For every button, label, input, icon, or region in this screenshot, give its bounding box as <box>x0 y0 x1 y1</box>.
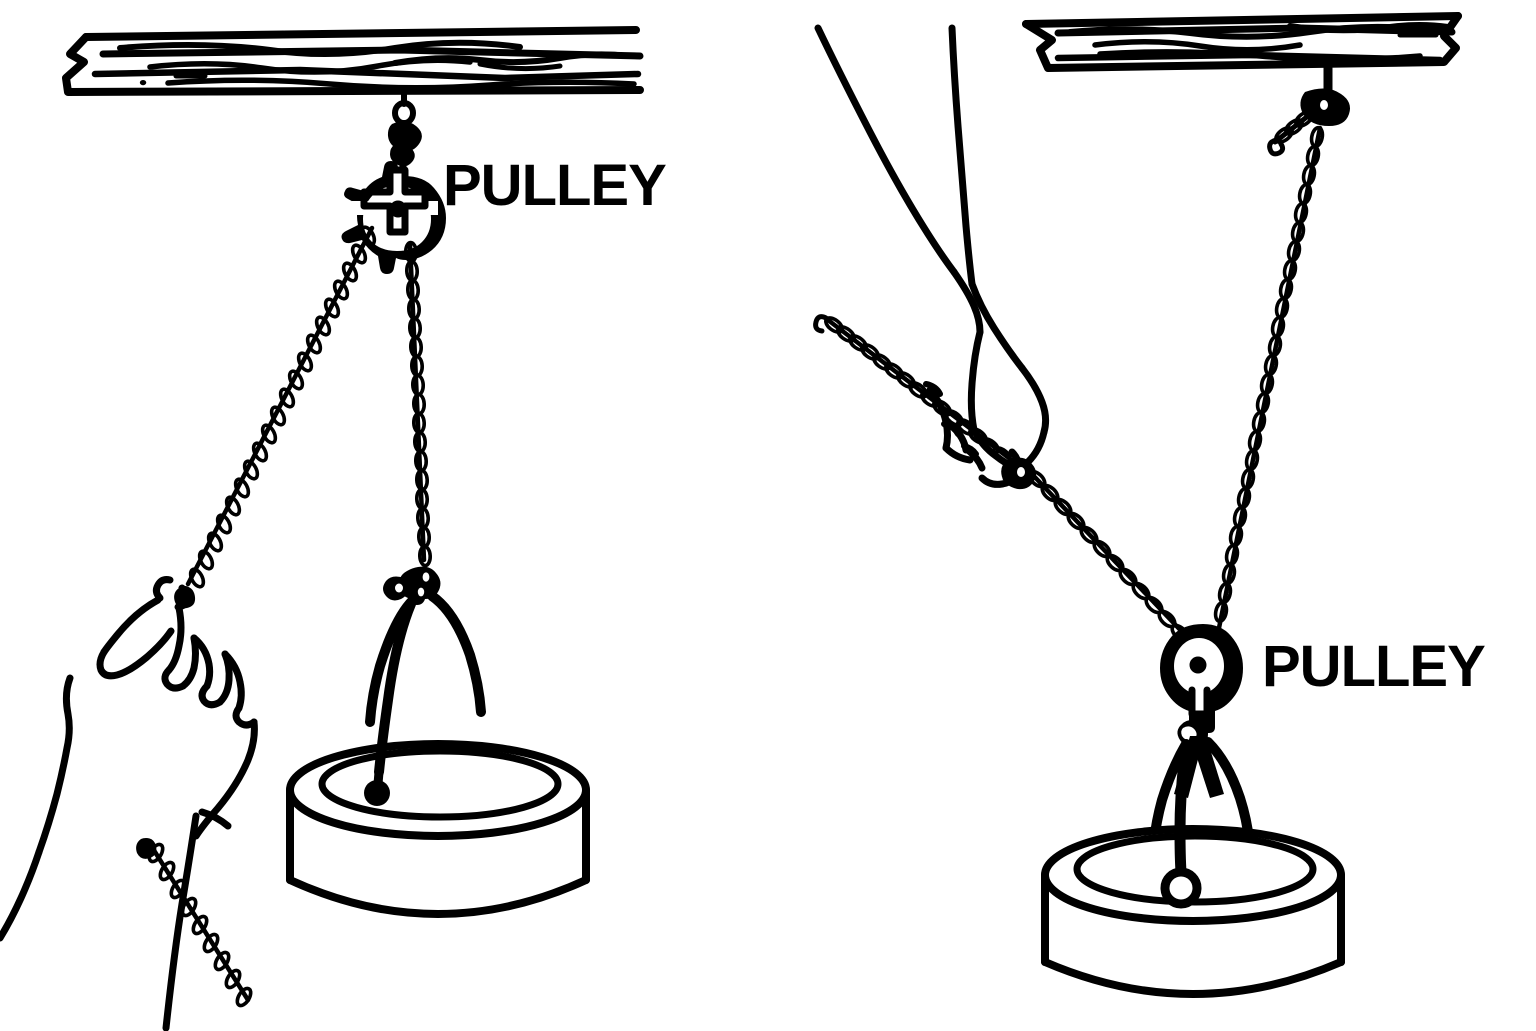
chain-tail-left <box>136 838 256 1010</box>
hand-right <box>814 24 1050 490</box>
chain-load-side-left <box>403 240 433 568</box>
hand-left <box>0 576 258 1031</box>
bail-eyelet-right <box>1160 867 1202 909</box>
pulley-label-left: PULLEY <box>443 153 666 218</box>
ceiling-beam-right <box>1022 12 1462 72</box>
panel-fixed-pulley: PULLEY <box>0 26 667 1031</box>
pulley-axle-left <box>389 200 407 218</box>
pulley-axle-right <box>1189 656 1207 674</box>
panel-movable-pulley: PULLEY <box>813 12 1486 998</box>
pulley-block-right <box>1160 624 1243 798</box>
ceiling-beam-left <box>62 26 644 96</box>
bucket-rim-inner-left <box>318 747 562 821</box>
bucket-weight-right <box>1041 737 1345 998</box>
pulley-label-right: PULLEY <box>1262 634 1485 699</box>
chain-pull-side-right <box>1024 466 1193 646</box>
pulley-block-left <box>341 161 446 274</box>
chain-anchor-side-right <box>1212 124 1326 631</box>
chain-free-end-right <box>813 313 1025 471</box>
anchor-peg-right <box>1267 63 1350 157</box>
bucket-weight-left <box>286 591 590 918</box>
